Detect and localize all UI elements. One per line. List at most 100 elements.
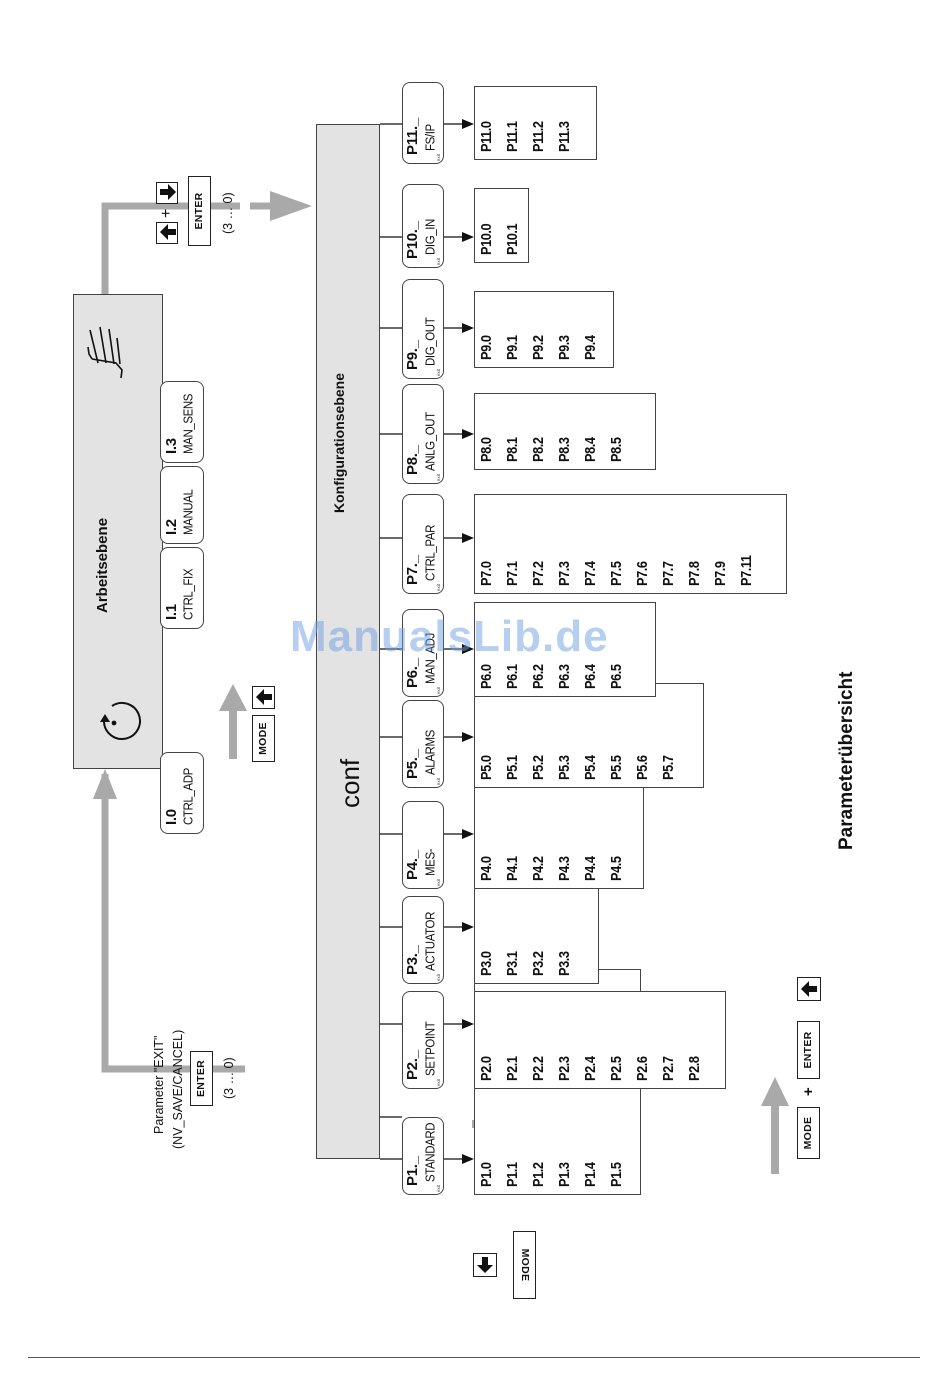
group-p2[interactable]: P2._ SETPOINT exit <box>402 991 444 1089</box>
param-item[interactable]: P7.3 <box>556 561 573 586</box>
group-p10[interactable]: P10._ DIG_IN exit <box>402 184 444 268</box>
param-item[interactable]: P1.0 <box>478 1162 495 1187</box>
param-item[interactable]: P10.1 <box>504 223 521 255</box>
arrow-up-icon <box>801 981 817 997</box>
param-item[interactable]: P7.7 <box>660 561 677 586</box>
param-item[interactable]: P6.5 <box>608 664 625 689</box>
param-item[interactable]: P6.4 <box>582 664 599 689</box>
param-item[interactable]: P5.0 <box>478 755 495 780</box>
param-item[interactable]: P11.2 <box>530 121 547 152</box>
param-item[interactable]: P9.0 <box>478 335 495 360</box>
down-arrow-key-left[interactable] <box>473 1253 497 1277</box>
param-item[interactable]: P2.2 <box>530 1056 547 1081</box>
param-item[interactable]: P1.2 <box>530 1162 547 1187</box>
down-arrow-key-top[interactable] <box>156 182 178 204</box>
param-item[interactable]: P2.5 <box>608 1056 625 1081</box>
param-item[interactable]: P3.3 <box>556 951 573 976</box>
param-item[interactable]: P6.3 <box>556 664 573 689</box>
param-item[interactable]: P2.8 <box>686 1056 703 1081</box>
param-item[interactable]: P9.4 <box>582 335 599 360</box>
param-item[interactable]: P2.1 <box>504 1056 521 1081</box>
group-p9[interactable]: P9._ DIG_OUT exit <box>402 279 444 379</box>
param-item[interactable]: P9.1 <box>504 335 521 360</box>
param-item[interactable]: P7.5 <box>608 561 625 586</box>
up-arrow-key[interactable] <box>252 686 275 709</box>
param-item[interactable]: P1.3 <box>556 1162 573 1187</box>
param-item[interactable]: P2.4 <box>582 1056 599 1081</box>
param-item[interactable]: P11.1 <box>504 121 521 152</box>
mode-key-bottom[interactable]: MODE <box>797 1107 820 1159</box>
work-param-i1[interactable]: I.1 CTRL_FIX <box>160 547 204 629</box>
param-item[interactable]: P5.6 <box>634 755 651 780</box>
param-item[interactable]: P5.2 <box>530 755 547 780</box>
mode-key-inverted[interactable]: MODE <box>513 1231 536 1299</box>
config-mode-label: conf <box>335 758 365 808</box>
param-item[interactable]: P5.5 <box>608 755 625 780</box>
param-item[interactable]: P4.5 <box>608 856 625 881</box>
param-item[interactable]: P7.8 <box>686 561 703 586</box>
param-item[interactable]: P8.5 <box>608 437 625 462</box>
work-param-i2[interactable]: I.2 MANUAL <box>160 466 204 544</box>
param-item[interactable]: P3.0 <box>478 951 495 976</box>
param-item[interactable]: P1.1 <box>504 1162 521 1187</box>
param-item[interactable]: P7.4 <box>582 561 599 586</box>
param-item[interactable]: P5.1 <box>504 755 521 780</box>
param-item[interactable]: P9.3 <box>556 335 573 360</box>
param-item[interactable]: P11.3 <box>556 121 573 152</box>
param-item[interactable]: P11.0 <box>478 121 495 152</box>
work-param-i0[interactable]: I.0 CTRL_ADP <box>160 752 204 834</box>
param-item[interactable]: P1.4 <box>582 1162 599 1187</box>
up-arrow-key-top[interactable] <box>156 222 178 244</box>
param-item[interactable]: P8.0 <box>478 437 495 462</box>
param-item[interactable]: P2.6 <box>634 1056 651 1081</box>
param-item[interactable]: P7.9 <box>712 561 729 586</box>
enter-key-top[interactable]: ENTER <box>188 176 211 246</box>
param-item[interactable]: P10.0 <box>478 223 495 255</box>
arrow-up-icon <box>160 224 176 240</box>
param-item[interactable]: P6.2 <box>530 664 547 689</box>
enter-key-left[interactable]: ENTER <box>190 1051 213 1106</box>
enter-key-bottom[interactable]: ENTER <box>797 1021 820 1079</box>
param-item[interactable]: P7.0 <box>478 561 495 586</box>
param-item[interactable]: P3.1 <box>504 951 521 976</box>
param-item[interactable]: P1.5 <box>608 1162 625 1187</box>
param-item[interactable]: P7.1 <box>504 561 521 586</box>
param-item[interactable]: P4.0 <box>478 856 495 881</box>
group-p8[interactable]: P8._ ANLG_OUT exit <box>402 384 444 484</box>
param-name: MAN_SENS <box>182 393 196 454</box>
restart-icon <box>100 701 141 740</box>
param-item[interactable]: P4.4 <box>582 856 599 881</box>
param-item[interactable]: P8.1 <box>504 437 521 462</box>
param-item[interactable]: P8.2 <box>530 437 547 462</box>
work-param-i3[interactable]: I.3 MAN_SENS <box>160 381 204 463</box>
group-name: ANLG_OUT <box>424 412 438 471</box>
mode-key[interactable]: MODE <box>252 715 275 762</box>
param-item[interactable]: P6.0 <box>478 664 495 689</box>
group-p3[interactable]: P3._ ACTUATOR exit <box>402 896 444 984</box>
param-item[interactable]: P2.0 <box>478 1056 495 1081</box>
param-item[interactable]: P8.4 <box>582 437 599 462</box>
param-item[interactable]: P5.7 <box>660 755 677 780</box>
group-p5[interactable]: P5._ ALARMS exit <box>402 700 444 788</box>
param-item[interactable]: P4.3 <box>556 856 573 881</box>
param-item[interactable]: P7.11 <box>738 555 755 586</box>
param-item[interactable]: P7.2 <box>530 561 547 586</box>
param-item[interactable]: P4.1 <box>504 856 521 881</box>
param-item[interactable]: P6.1 <box>504 664 521 689</box>
param-item[interactable]: P7.6 <box>634 561 651 586</box>
up-arrow-key-bottom[interactable] <box>797 977 821 1001</box>
group-connectors <box>380 123 462 1160</box>
param-item[interactable]: P5.3 <box>556 755 573 780</box>
param-item[interactable]: P4.2 <box>530 856 547 881</box>
group-p7[interactable]: P7._ CTRL_PAR exit <box>402 494 444 594</box>
to-config-level-arrowhead <box>270 191 312 221</box>
param-item[interactable]: P8.3 <box>556 437 573 462</box>
param-item[interactable]: P2.3 <box>556 1056 573 1081</box>
group-p4[interactable]: P4._ MES- exit <box>402 801 444 889</box>
param-item[interactable]: P5.4 <box>582 755 599 780</box>
param-item[interactable]: P9.2 <box>530 335 547 360</box>
param-item[interactable]: P2.7 <box>660 1056 677 1081</box>
group-p11[interactable]: P11._ FS/IP exit <box>402 82 444 164</box>
group-p1[interactable]: P1._ STANDARD exit <box>402 1117 444 1195</box>
param-item[interactable]: P3.2 <box>530 951 547 976</box>
